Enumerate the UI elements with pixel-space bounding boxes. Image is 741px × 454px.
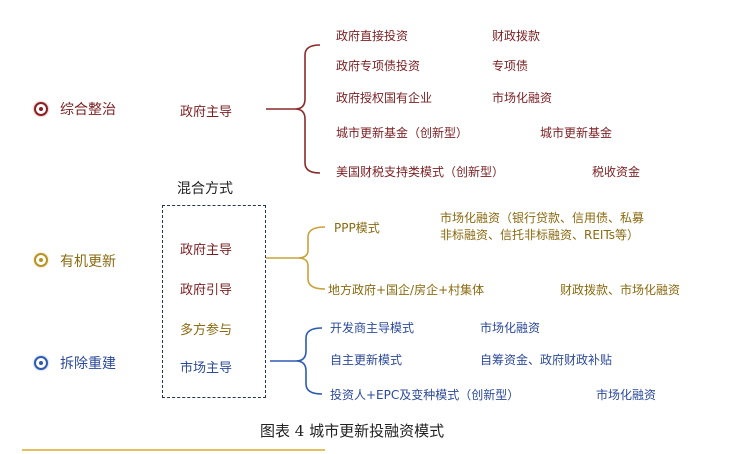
category-organic: 有机更新	[60, 254, 116, 270]
category-comprehensive: 综合整治	[60, 102, 116, 118]
comprehensive-fund-2: 专项债	[492, 59, 529, 73]
mixed-mode-multi-party: 多方参与	[180, 323, 233, 338]
mixed-label: 混合方式	[177, 181, 233, 197]
caption-underline	[22, 449, 325, 451]
organic-bullet-icon	[34, 253, 48, 267]
organic-mode-1: PPP模式	[334, 221, 380, 235]
comprehensive-lead: 政府主导	[180, 105, 233, 120]
organic-fund-2: 财政拨款、市场化融资	[560, 283, 681, 297]
comprehensive-mode-4: 城市更新基金（创新型）	[336, 126, 469, 140]
comprehensive-mode-3: 政府授权国有企业	[336, 91, 433, 105]
organic-bracket	[266, 226, 326, 290]
rebuild-mode-2: 自主更新模式	[330, 353, 403, 367]
mixed-mode-gov-led: 政府主导	[180, 243, 233, 258]
rebuild-mode-1: 开发商主导模式	[330, 321, 415, 335]
rebuild-bracket	[270, 327, 323, 395]
mixed-mode-gov-guided: 政府引导	[180, 283, 233, 298]
comprehensive-mode-2: 政府专项债投资	[336, 59, 421, 73]
comprehensive-fund-3: 市场化融资	[492, 91, 553, 105]
organic-fund-1-line1: 市场化融资（银行贷款、信用债、私募	[440, 211, 645, 225]
rebuild-bullet-icon	[34, 356, 48, 370]
rebuild-mode-3: 投资人+EPC及变种模式（创新型）	[330, 388, 520, 402]
comprehensive-fund-1: 财政拨款	[492, 29, 541, 43]
comprehensive-fund-5: 税收资金	[592, 165, 641, 179]
figure-caption: 图表 4 城市更新投融资模式	[260, 422, 445, 440]
comprehensive-mode-5: 美国财税支持类模式（创新型）	[336, 165, 505, 179]
organic-fund-1-line2: 非标融资、信托非标融资、REITs等）	[440, 228, 640, 242]
mixed-modes-box	[162, 205, 266, 398]
category-rebuild: 拆除重建	[60, 356, 116, 372]
organic-mode-2: 地方政府+国企/房企+村集体	[328, 283, 485, 297]
comprehensive-mode-1: 政府直接投资	[336, 29, 409, 43]
comprehensive-bracket	[266, 44, 321, 174]
comprehensive-bullet-icon	[34, 102, 48, 116]
mixed-mode-market-led: 市场主导	[180, 361, 233, 376]
rebuild-fund-2: 自筹资金、政府财政补贴	[480, 353, 613, 367]
comprehensive-fund-4: 城市更新基金	[540, 126, 613, 140]
rebuild-fund-1: 市场化融资	[480, 321, 541, 335]
rebuild-fund-3: 市场化融资	[596, 388, 657, 402]
